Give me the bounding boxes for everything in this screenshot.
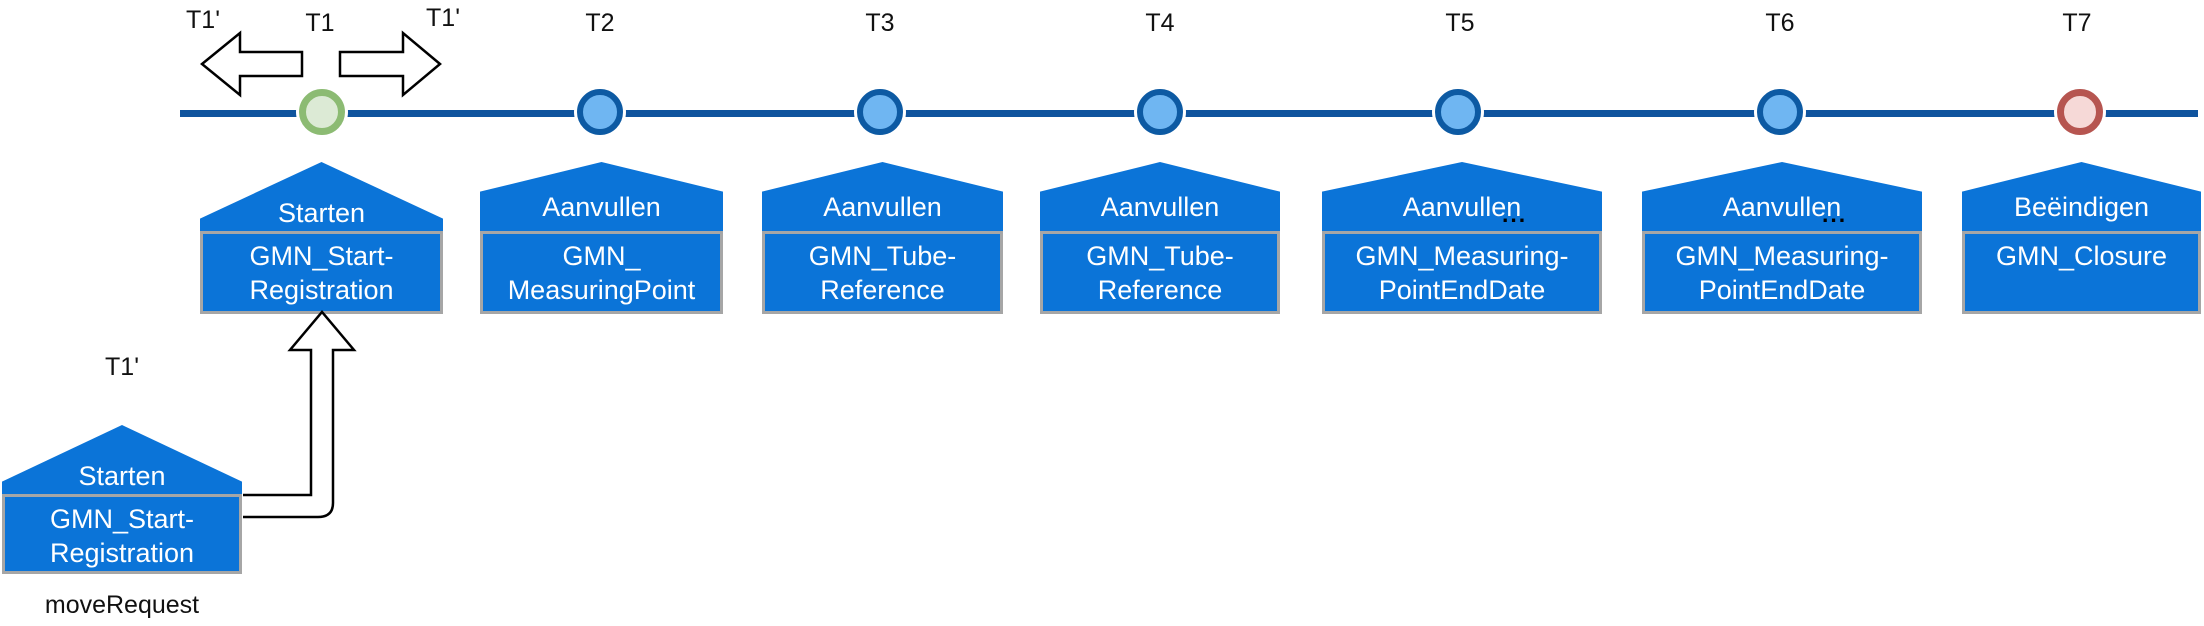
house-body: GMN_Closure xyxy=(1962,231,2201,314)
timeline-label-t1: T1 xyxy=(305,9,335,37)
house-roof: Starten xyxy=(2,425,242,494)
house-body: GMN_Measuring- PointEndDate xyxy=(1322,231,1602,314)
timeline-node-t6 xyxy=(1757,89,1803,135)
house-object-line1: GMN_Measuring- xyxy=(1675,241,1889,271)
house-roof: Aanvullen ... xyxy=(1642,162,1922,231)
house-roof: Starten xyxy=(200,162,443,231)
house-object-line1: GMN_Tube- xyxy=(1086,241,1234,271)
timeline-label-t6: T6 xyxy=(1765,9,1795,37)
text-overflow-dots: ... xyxy=(1822,201,1848,227)
house-action-label: Aanvullen xyxy=(1100,192,1220,223)
house-roof: Aanvullen xyxy=(762,162,1003,231)
phase-house-t4: Aanvullen GMN_Tube- Reference xyxy=(1040,162,1280,314)
alt-label-t1-right: T1' xyxy=(426,4,460,32)
house-body: GMN_Start- Registration xyxy=(2,494,242,574)
move-left-arrow-icon xyxy=(200,30,304,98)
house-object-line2: Reference xyxy=(1097,275,1223,305)
house-object-line2: Registration xyxy=(249,275,394,305)
alt-label-t1-left: T1' xyxy=(186,6,220,34)
house-body: GMN_Measuring- PointEndDate xyxy=(1642,231,1922,314)
timeline-node-t1 xyxy=(299,89,345,135)
phase-house-t2: Aanvullen GMN_ MeasuringPoint xyxy=(480,162,723,314)
house-object-line1: GMN_Closure xyxy=(1995,241,2168,271)
timeline-node-t2 xyxy=(577,89,623,135)
house-action-label: Aanvullen xyxy=(542,192,661,223)
house-body: GMN_Start- Registration xyxy=(200,231,443,314)
timeline-label-t2: T2 xyxy=(585,9,615,37)
alt-label-t1-move: T1' xyxy=(105,353,139,381)
phase-house-t1: Starten GMN_Start- Registration xyxy=(200,162,443,314)
timeline-node-t4 xyxy=(1137,89,1183,135)
house-roof: Aanvullen xyxy=(1040,162,1280,231)
house-roof: Beëindigen xyxy=(1962,162,2201,231)
timeline-node-t3 xyxy=(857,89,903,135)
house-action-label: Aanvullen xyxy=(1722,192,1842,223)
timeline-axis xyxy=(180,110,2198,117)
timeline-label-t7: T7 xyxy=(2062,9,2092,37)
house-object-line2: MeasuringPoint xyxy=(507,275,696,305)
house-object-line1: GMN_Measuring- xyxy=(1355,241,1569,271)
house-roof: Aanvullen xyxy=(480,162,723,231)
house-body: GMN_Tube- Reference xyxy=(762,231,1003,314)
timeline-node-t5 xyxy=(1435,89,1481,135)
house-object-line1: GMN_Tube- xyxy=(808,241,957,271)
move-right-arrow-icon xyxy=(338,30,442,98)
house-object-line1: GMN_Start- xyxy=(49,504,195,534)
timeline-label-t3: T3 xyxy=(865,9,895,37)
house-object-line2: Registration xyxy=(49,538,195,568)
timeline-label-t5: T5 xyxy=(1445,9,1475,37)
house-object-line1: GMN_Start- xyxy=(249,241,394,271)
house-body: GMN_ MeasuringPoint xyxy=(480,231,723,314)
house-action-label: Aanvullen xyxy=(823,192,942,223)
phase-house-t6: Aanvullen ... GMN_Measuring- PointEndDat… xyxy=(1642,162,1922,314)
house-action-label: Starten xyxy=(78,461,166,492)
move-request-arrow-icon xyxy=(243,310,357,519)
house-object-line2: PointEndDate xyxy=(1698,275,1866,305)
house-object-line2: PointEndDate xyxy=(1378,275,1546,305)
text-overflow-dots: ... xyxy=(1502,201,1528,227)
house-object-line2: Reference xyxy=(820,275,945,305)
house-object-line1: GMN_ xyxy=(562,241,641,271)
house-roof: Aanvullen ... xyxy=(1322,162,1602,231)
house-body: GMN_Tube- Reference xyxy=(1040,231,1280,314)
house-action-label: Aanvullen xyxy=(1402,192,1522,223)
move-request-caption: moveRequest xyxy=(44,591,200,619)
house-action-label: Beëindigen xyxy=(2013,192,2150,223)
house-action-label: Starten xyxy=(277,198,366,229)
timeline-label-t4: T4 xyxy=(1145,9,1175,37)
phase-house-t3: Aanvullen GMN_Tube- Reference xyxy=(762,162,1003,314)
phase-house-t5: Aanvullen ... GMN_Measuring- PointEndDat… xyxy=(1322,162,1602,314)
timeline-node-t7 xyxy=(2057,89,2103,135)
phase-house-t7: Beëindigen GMN_Closure xyxy=(1962,162,2201,314)
move-request-house: Starten GMN_Start- Registration xyxy=(2,425,242,574)
